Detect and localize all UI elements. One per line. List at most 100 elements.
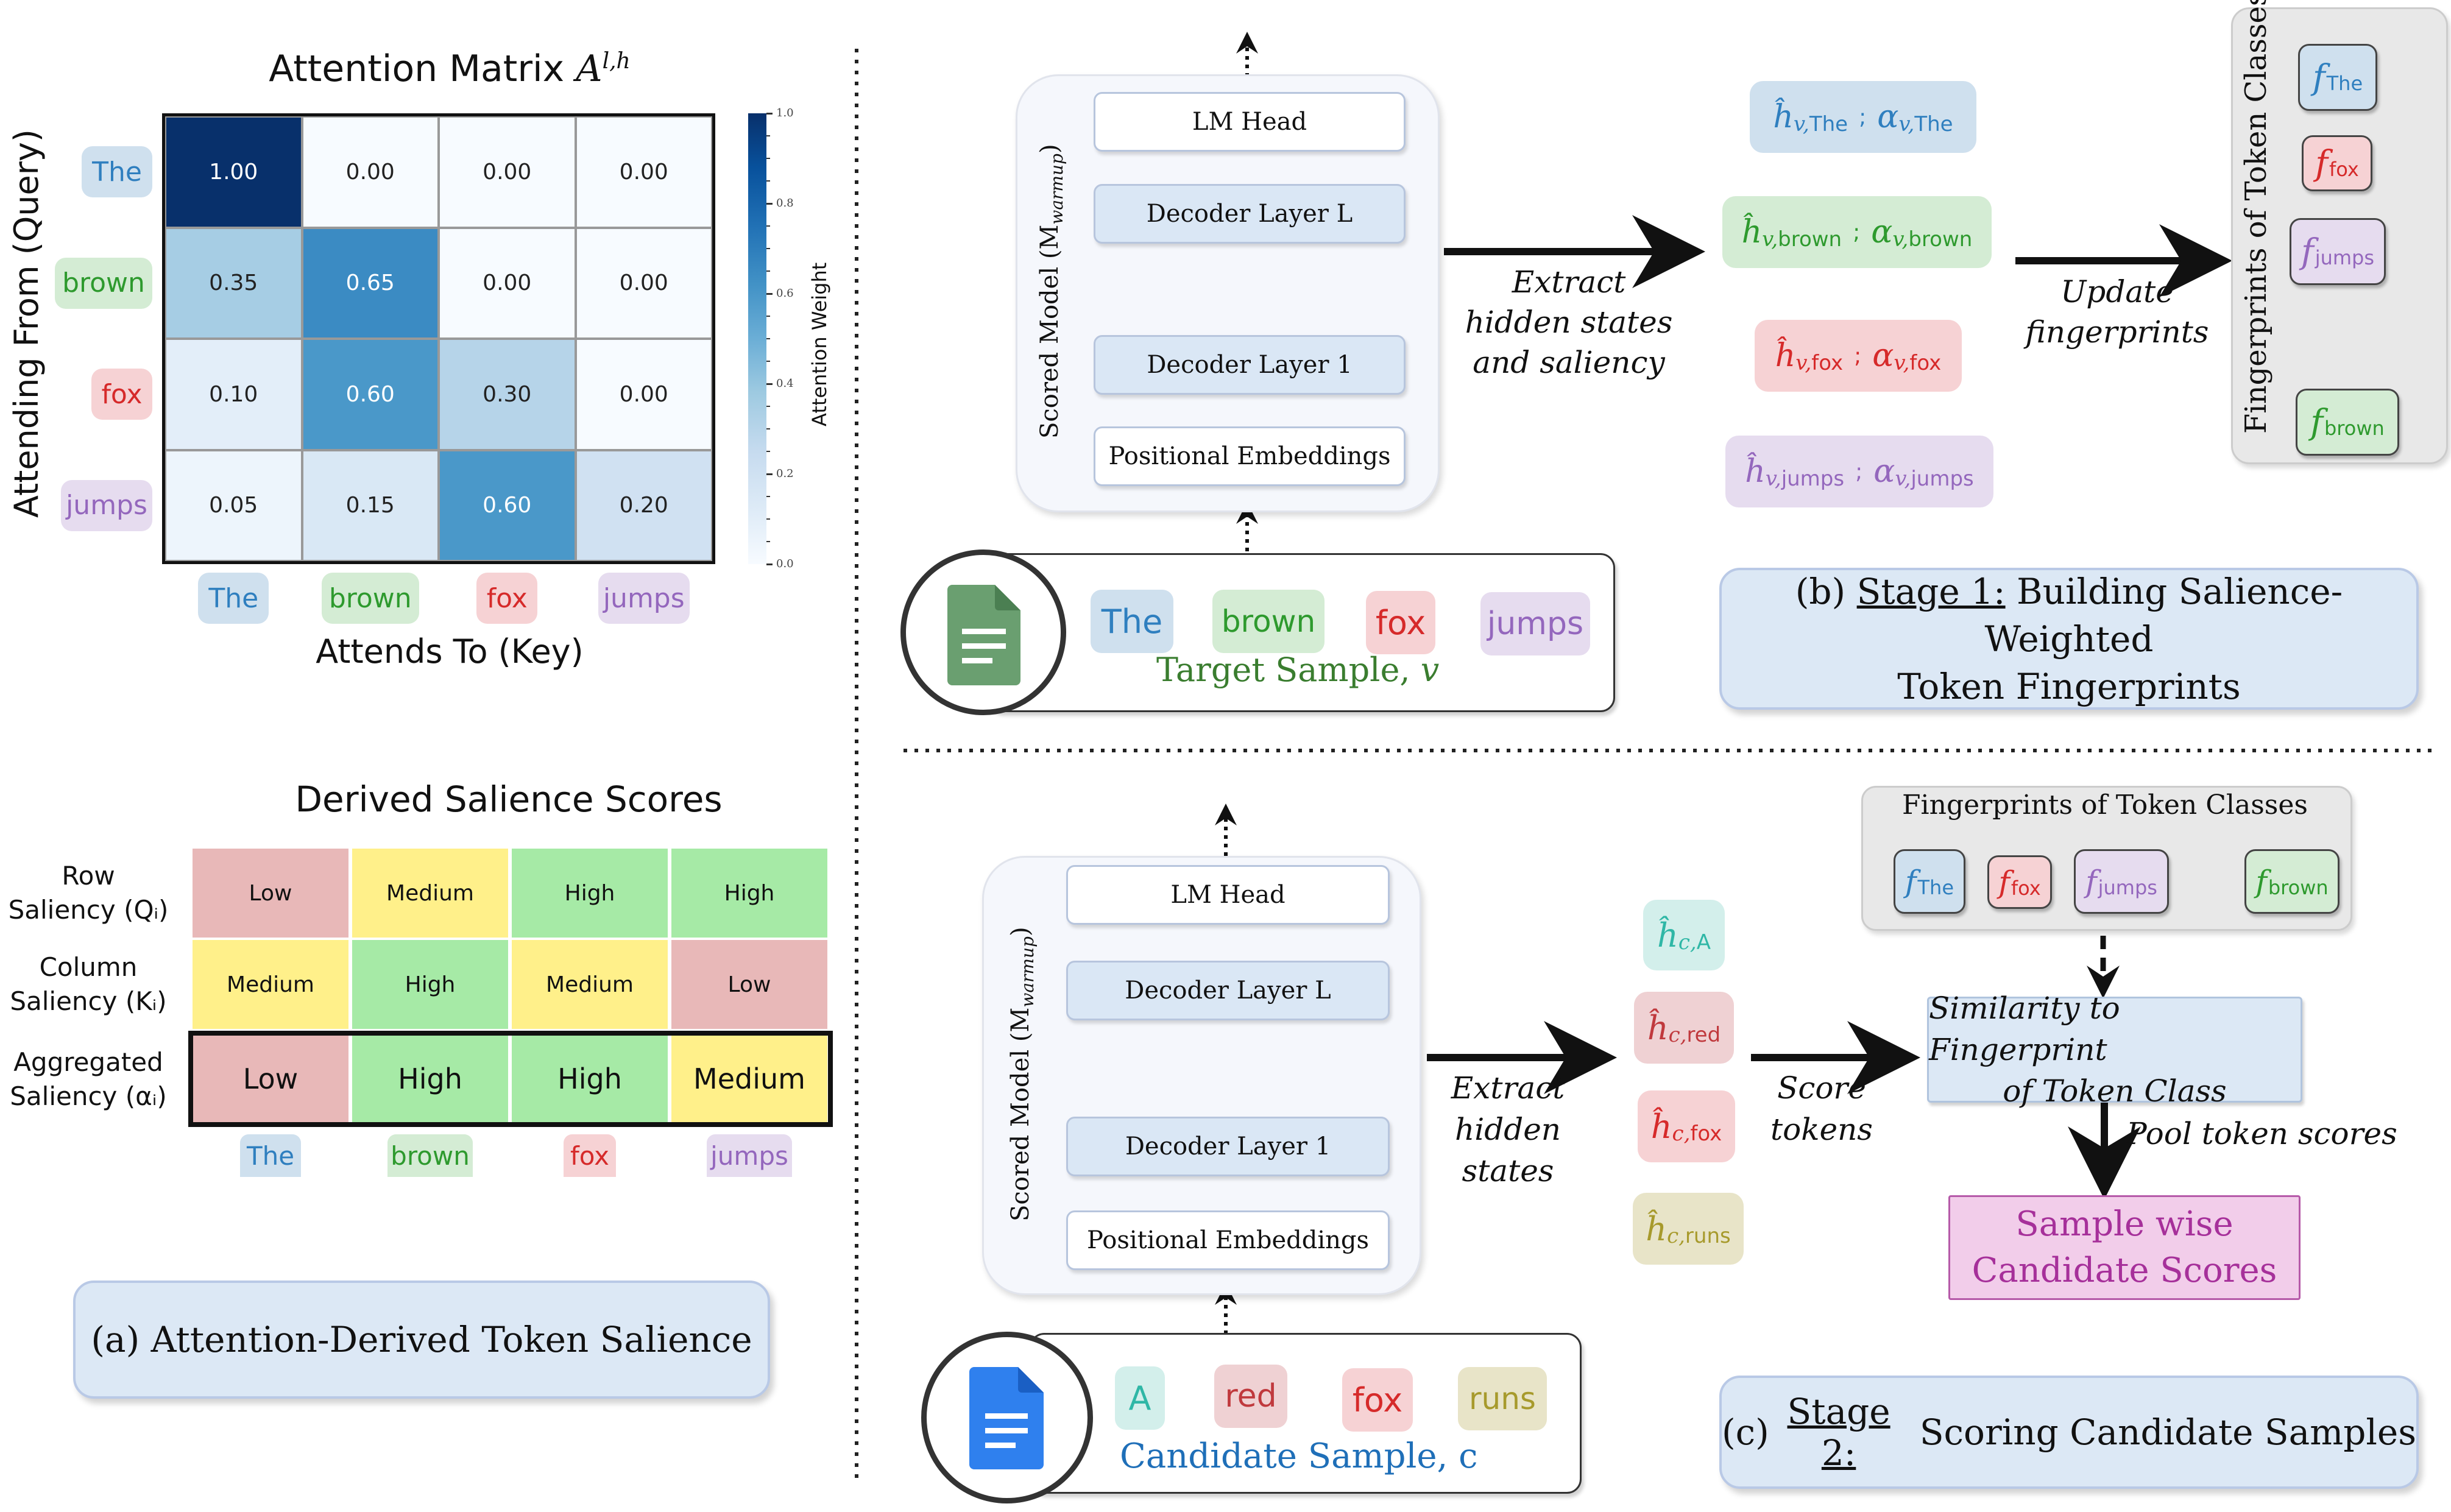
x-axis-label: Attends To (Key) — [316, 632, 584, 671]
candidate-scores-box: Sample wise Candidate Scores — [1948, 1195, 2301, 1300]
salience-cell: Low — [191, 847, 350, 939]
heatmap-cell: 0.00 — [575, 116, 712, 228]
heatmap-cell: 0.15 — [302, 450, 439, 561]
colorbar-tick — [766, 383, 773, 385]
salience-token-label: fox — [564, 1134, 616, 1177]
matrix-symbol: A — [576, 48, 603, 90]
row-token-label: The — [82, 146, 152, 198]
a-sub: v, — [1895, 467, 1911, 491]
h-sub: v, — [1795, 351, 1812, 375]
target-sample-label-text: Target Sample, — [1156, 651, 1421, 689]
row-token-label: jumps — [61, 479, 152, 531]
salience-cell: High — [350, 938, 510, 1031]
heatmap-cell: 0.35 — [165, 227, 302, 339]
heatmap-cell: 0.00 — [575, 339, 712, 450]
fp-token: brown — [2268, 876, 2329, 899]
extract-line-2: hidden states — [1465, 305, 1673, 340]
h-token: The — [1809, 112, 1848, 136]
h-token: red — [1686, 1023, 1721, 1047]
col-token-label: The — [198, 573, 269, 624]
colorbar-tick — [766, 293, 773, 295]
colorbar-tick-label: 0.2 — [776, 467, 794, 480]
colorbar-minor-tick — [766, 451, 770, 452]
caption-c: (c) Stage 2: Scoring Candidate Samples — [1719, 1376, 2419, 1489]
fp-token: The — [2326, 72, 2363, 95]
separator: ; — [1855, 459, 1863, 484]
pool-label: Pool token scores — [2126, 1116, 2397, 1151]
separator: ; — [1854, 343, 1862, 369]
row-label-line-1: Aggregated — [13, 1047, 163, 1077]
colorbar-tick-label: 1.0 — [776, 107, 794, 119]
scores-line-1: Sample wise — [2015, 1204, 2233, 1244]
h-token: A — [1696, 930, 1711, 955]
caption-c-prefix: (c) — [1722, 1411, 1769, 1453]
extract-c-line-2: hidden — [1455, 1112, 1561, 1147]
candidate-sample-label: Candidate Sample, c — [1120, 1436, 1478, 1476]
caption-b-rest: Building Salience-Weighted — [1984, 570, 2343, 660]
scored-model-label-c: Scored Model (Mwarmup) — [1006, 927, 1038, 1221]
heatmap-cell: 0.60 — [439, 450, 576, 561]
colorbar-tick — [766, 113, 773, 115]
a-token: fox — [1909, 351, 1942, 375]
h-sub: c, — [1678, 930, 1697, 955]
model-sub: warmup — [1017, 936, 1038, 1008]
colorbar-tick — [766, 203, 773, 205]
fp-token: brown — [2324, 417, 2385, 440]
colorbar-minor-tick — [766, 225, 770, 227]
separator: ; — [1853, 219, 1861, 245]
extract-c-line-3: states — [1462, 1153, 1554, 1189]
colorbar-minor-tick — [766, 406, 770, 407]
a-sub: v, — [1894, 351, 1910, 375]
h-sub: v, — [1765, 467, 1781, 491]
row-label-line-1: Row — [62, 861, 115, 891]
heatmap-cell: 0.00 — [439, 227, 576, 339]
matrix-title-text: Attention Matrix — [269, 48, 576, 90]
positional-embeddings-c: Positional Embeddings — [1066, 1210, 1390, 1270]
colorbar-tick — [766, 563, 773, 565]
extract-line-1: Extract — [1512, 264, 1626, 300]
heatmap-cell: 0.00 — [302, 116, 439, 228]
separator: ; — [1859, 104, 1867, 130]
caption-b-stage: Stage 1: — [1856, 570, 2006, 612]
update-label-b: Update fingerprints — [2017, 272, 2218, 352]
caption-b: (b) Stage 1: Building Salience-Weighted … — [1719, 568, 2419, 710]
salience-token-label: The — [240, 1134, 301, 1177]
colorbar-tick-label: 0.8 — [776, 197, 794, 210]
row-label-line-2: Saliency (Kᵢ) — [10, 986, 167, 1016]
colorbar-tick — [766, 473, 773, 475]
col-token-label: brown — [321, 573, 419, 624]
matrix-title: Attention Matrix Al,h — [255, 48, 645, 90]
caption-b-line-1: (b) Stage 1: Building Salience-Weighted — [1722, 568, 2416, 663]
model-label-text: Scored Model (M — [1006, 1007, 1035, 1221]
a-sub: v, — [1892, 227, 1909, 252]
target-sample-var: v — [1420, 651, 1440, 689]
fp-token: fox — [2329, 158, 2359, 181]
colorbar-tick-label: 0.4 — [776, 377, 794, 390]
salience-title: Derived Salience Scores — [295, 779, 723, 820]
heatmap-cell: 0.65 — [302, 227, 439, 339]
row-label-line-2: Saliency (αᵢ) — [10, 1081, 167, 1111]
target-token-fox: fox — [1366, 591, 1435, 654]
extract-label-b: Extract hidden states and saliency — [1450, 262, 1688, 383]
heatmap-cell: 0.00 — [439, 116, 576, 228]
heatmap-cell: 0.60 — [302, 339, 439, 450]
lm-head-b: LM Head — [1094, 92, 1406, 152]
h-token: runs — [1685, 1224, 1731, 1248]
green-document-icon — [947, 585, 1020, 685]
target-token-the: The — [1091, 590, 1173, 653]
heatmap-cell: 1.00 — [165, 116, 302, 228]
h-sub: v, — [1793, 112, 1809, 136]
colorbar-minor-tick — [766, 248, 770, 249]
decoder-layer-l-c: Decoder Layer L — [1066, 961, 1390, 1020]
h-token: fox — [1690, 1122, 1722, 1146]
